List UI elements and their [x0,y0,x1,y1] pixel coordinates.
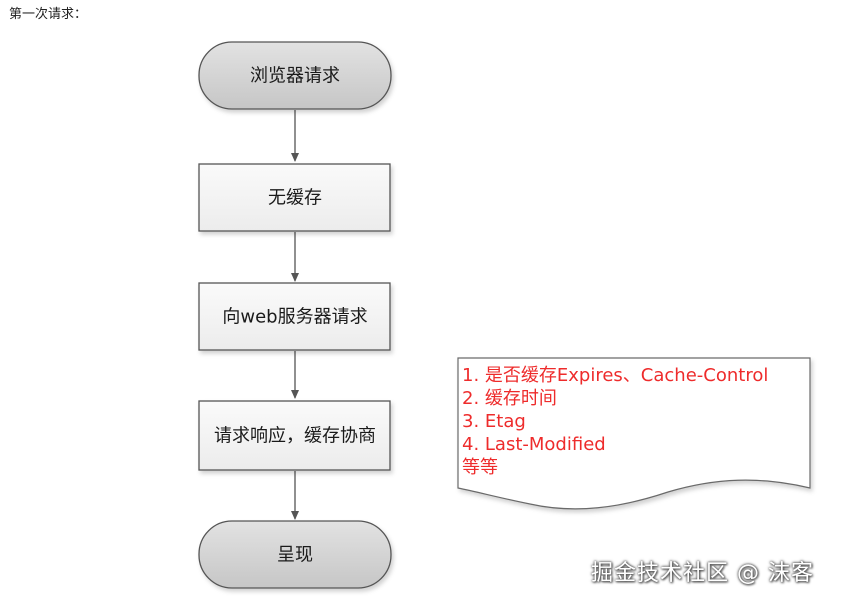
node-request-server-label: 向web服务器请求 [222,307,367,328]
node-no-cache-label: 无缓存 [268,188,322,209]
page-heading: 第一次请求： [9,7,88,22]
node-browser-request-label: 浏览器请求 [250,66,340,87]
node-render: 呈现 [198,520,392,589]
cache-note: 1. 是否缓存Expires、Cache-Control 2. 缓存时间 3. … [457,357,811,510]
note-line-4: 4. Last-Modified [462,434,606,455]
note-line-3: 3. Etag [462,411,526,432]
note-line-5: 等等 [462,457,498,478]
node-browser-request: 浏览器请求 [198,41,392,110]
watermark: 掘金技术社区 @ 沫客 [591,561,814,586]
note-line-1: 1. 是否缓存Expires、Cache-Control [462,365,768,386]
node-response-negotiate-label: 请求响应，缓存协商 [214,426,376,447]
note-line-2: 2. 缓存时间 [462,388,557,409]
node-request-server: 向web服务器请求 [198,282,391,351]
node-response-negotiate: 请求响应，缓存协商 [198,400,391,471]
node-render-label: 呈现 [277,545,313,566]
node-no-cache: 无缓存 [198,163,391,232]
